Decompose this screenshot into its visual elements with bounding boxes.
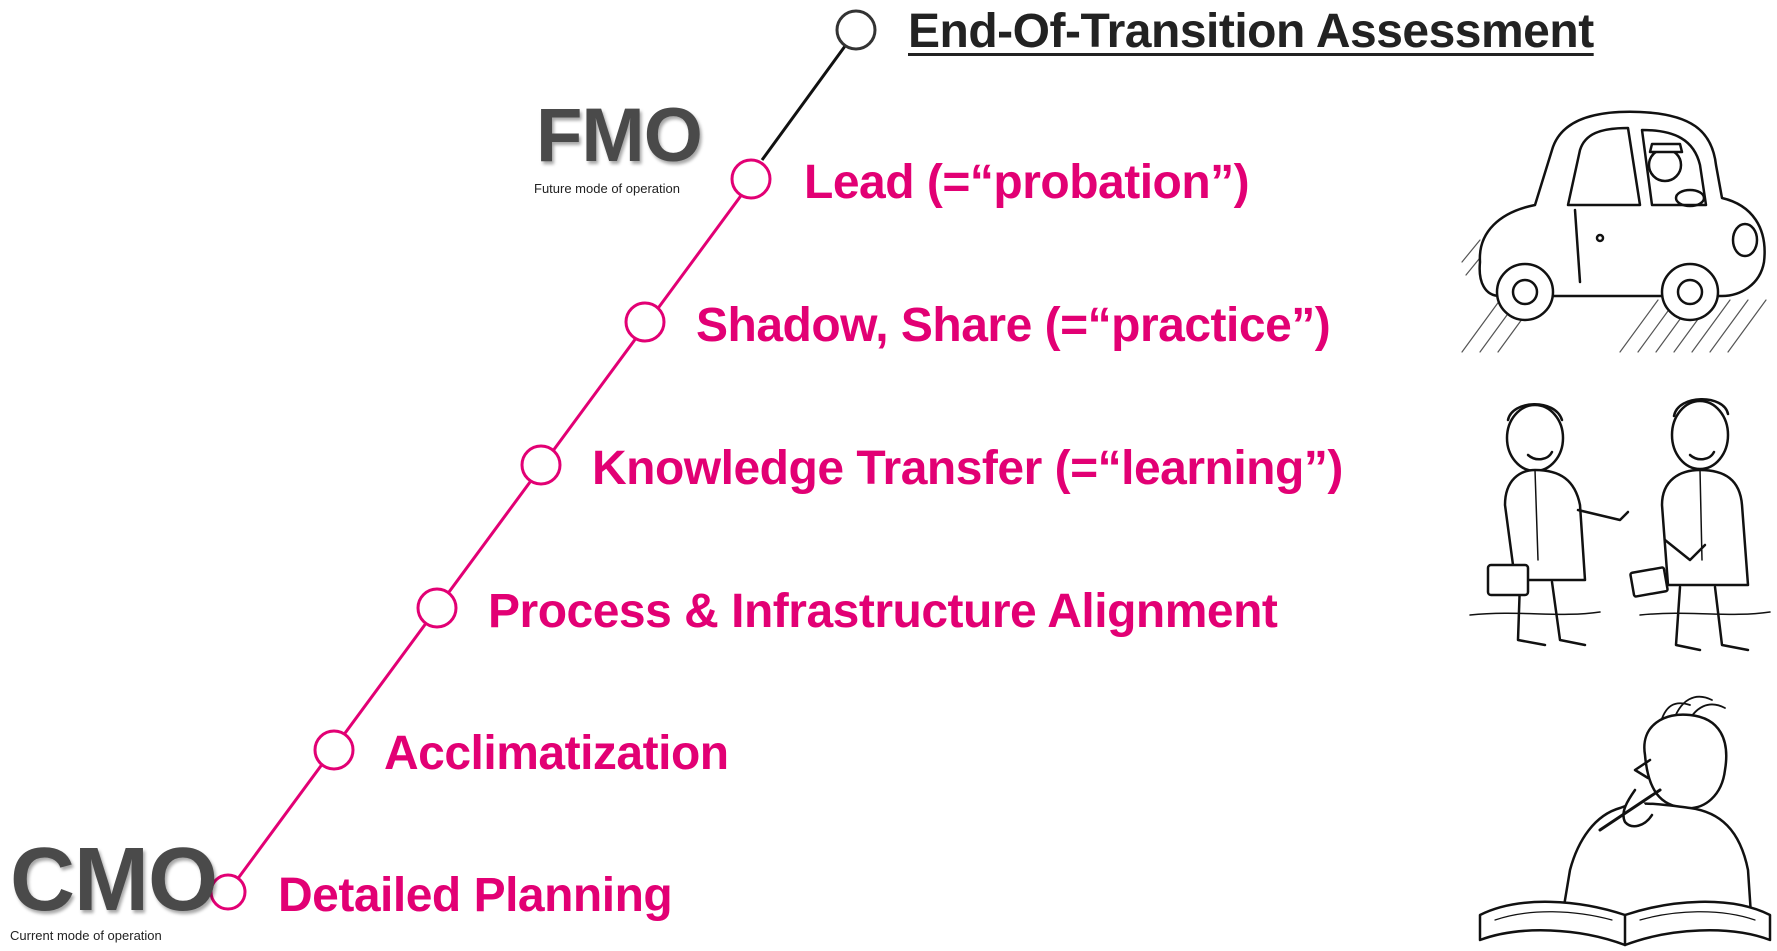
step-label-process-alignment: Process & Infrastructure Alignment: [488, 585, 1278, 638]
step-label-shadow-share: Shadow, Share (=“practice”): [696, 299, 1331, 352]
fmo-description: Future mode of operation: [534, 181, 680, 196]
cmo-abbreviation: CMO: [10, 830, 218, 930]
step-node-acclimatization: [313, 729, 355, 771]
two-businessmen-illustration: [1469, 398, 1771, 652]
step-label-acclimatization: Acclimatization: [384, 727, 729, 780]
step-label-lead: Lead (=“probation”): [804, 156, 1250, 209]
step-label-detailed-planning: Detailed Planning: [278, 869, 673, 922]
step-node-shadow-share: [624, 301, 666, 343]
final-connector-line: [760, 41, 850, 161]
cmo-description: Current mode of operation: [10, 928, 162, 943]
step-label-final-assessment: End-Of-Transition Assessment: [908, 5, 1594, 58]
step-label-knowledge-transfer: Knowledge Transfer (=“learning”): [592, 442, 1343, 495]
step-node-final: [835, 9, 877, 51]
step-node-knowledge-transfer: [520, 444, 562, 486]
car-driver-illustration: [1461, 110, 1767, 353]
step-node-process-alignment: [416, 587, 458, 629]
step-node-lead: [730, 158, 772, 200]
thinking-man-illustration: [1478, 695, 1772, 947]
fmo-abbreviation: FMO: [536, 93, 703, 178]
progress-line: [226, 177, 756, 893]
step-node-detailed-planning: [209, 873, 247, 911]
